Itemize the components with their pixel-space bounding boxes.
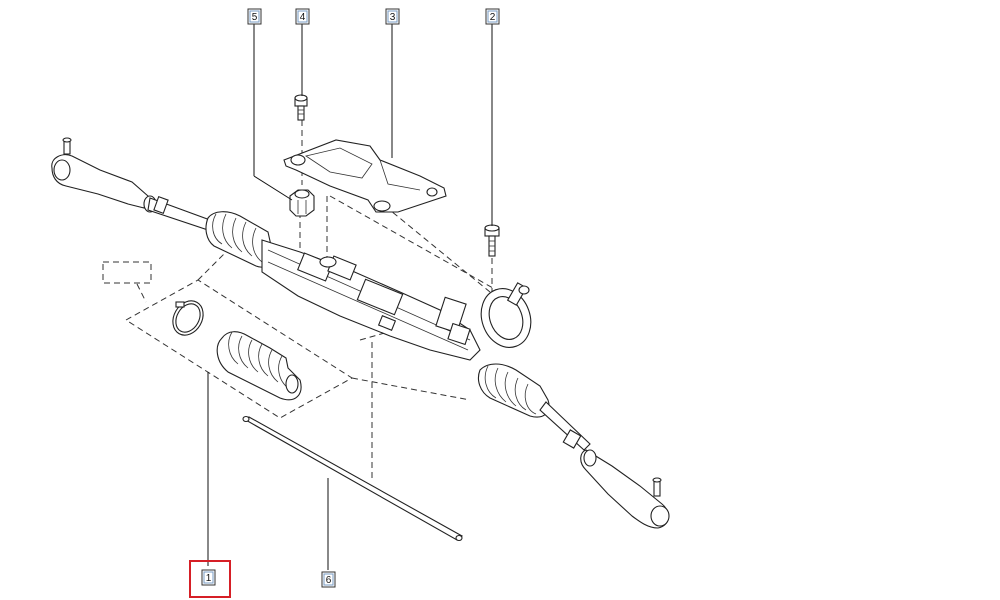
callout-4-label: 4 <box>300 12 306 23</box>
callout-2-label: 2 <box>490 12 496 23</box>
pinion-housing <box>480 282 532 348</box>
callout-1[interactable]: 1 <box>189 560 231 598</box>
boot-clamp-ring <box>172 300 204 336</box>
callout-1-highlight <box>189 560 231 598</box>
rack-housing <box>261 239 481 361</box>
callout-6-label: 6 <box>326 575 332 586</box>
callout-2[interactable]: 2 <box>485 8 500 25</box>
bolt-4 <box>294 94 308 121</box>
leader-line-5b <box>253 175 293 201</box>
callout-4[interactable]: 4 <box>295 8 310 25</box>
callout-5-label: 5 <box>252 12 258 23</box>
callout-5[interactable]: 5 <box>247 8 262 25</box>
mounting-bracket <box>283 139 447 213</box>
rack-rod <box>242 415 463 542</box>
callout-3-label: 3 <box>390 12 396 23</box>
nut-5 <box>289 189 315 217</box>
bellows-boot <box>216 331 302 401</box>
left-boot-installed <box>205 211 273 268</box>
right-tie-rod-end <box>580 449 670 529</box>
steering-rack-assembly <box>51 137 670 529</box>
right-boot-installed <box>477 363 550 418</box>
callout-1-label: 1 <box>206 573 212 584</box>
bolt-2 <box>484 224 500 257</box>
callout-6[interactable]: 6 <box>321 571 336 588</box>
left-tie-rod-end <box>51 137 157 213</box>
callout-3[interactable]: 3 <box>385 8 400 25</box>
